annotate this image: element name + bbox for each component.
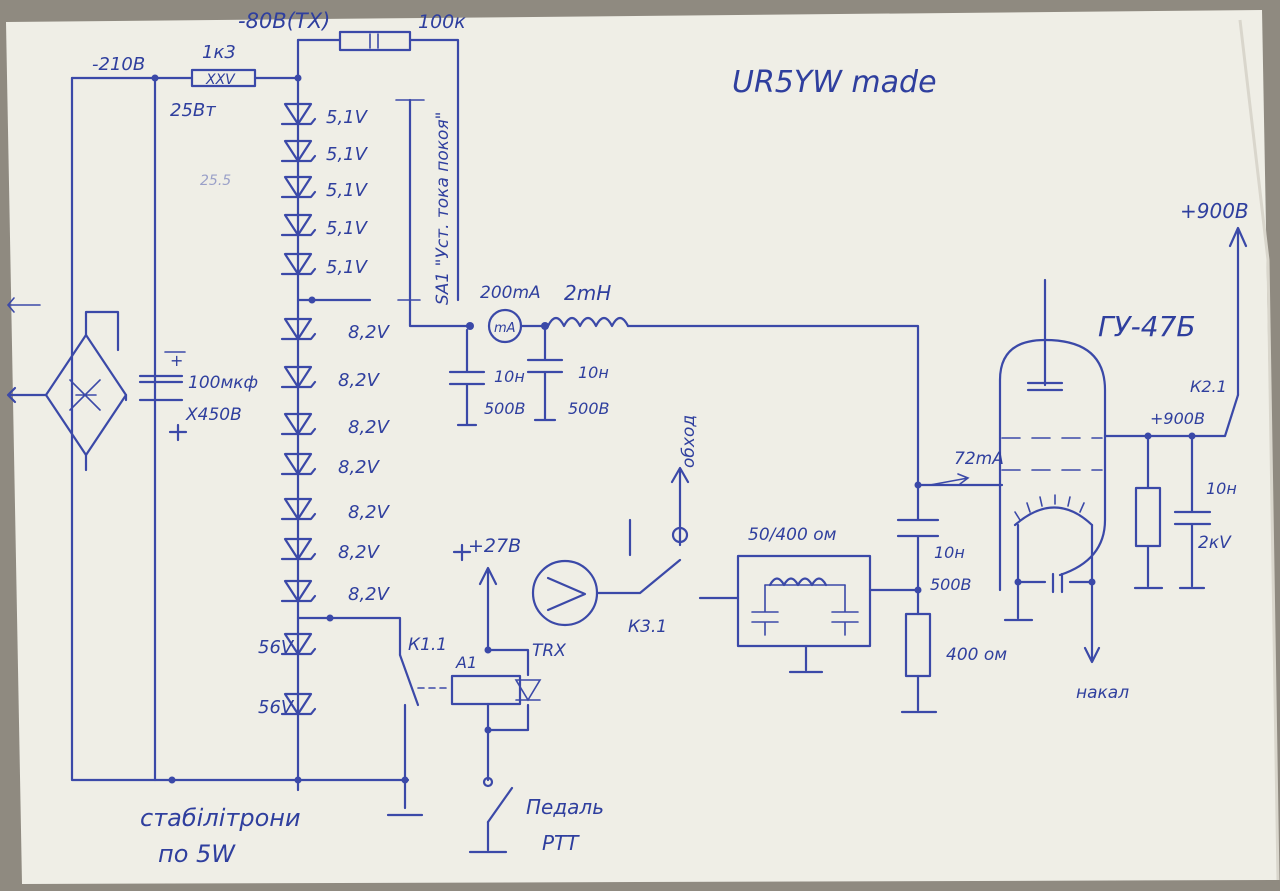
zener-label: 5,1V (326, 180, 369, 201)
relay-contact-k11[interactable] (398, 653, 449, 782)
label-tube-name: ГУ-47Б (1098, 310, 1196, 343)
pi-filter (698, 554, 872, 674)
label-anode-cap-value: 10н (1206, 479, 1237, 498)
label-anode-supply-node: +900В (1150, 409, 1205, 428)
zener-label: 8,2V (348, 502, 391, 523)
label-cap-main-voltage: X450В (185, 405, 242, 425)
node-minus210 (151, 74, 159, 82)
zener-tap-lines (296, 296, 402, 657)
label-r-1k3: 1к3 (202, 42, 236, 63)
label-signature: UR5YW made (732, 65, 937, 100)
label-r-100k: 100к (418, 11, 466, 33)
paper-fold-right (1238, 19, 1280, 881)
label-idle-current: 72mA (954, 449, 1004, 469)
node-zener-top (294, 74, 302, 82)
label-c1-value: 10н (494, 367, 525, 386)
resistor-1k3 (190, 68, 257, 88)
node-bottom-left (168, 776, 176, 784)
zener-labels: 5,1V 5,1V 5,1V 5,1V 5,1V 8,2V 8,2V 8,2V 8,2V 8,2V… (258, 107, 391, 718)
node-meter-out (541, 322, 549, 330)
zener-label: 8,2V (338, 370, 381, 391)
zener-diode (280, 692, 317, 716)
zener-label: 8,2V (348, 322, 391, 343)
label-meter-symbol: mA (494, 321, 516, 336)
label-filter: 50/400 ом (748, 525, 837, 545)
zener-diode (280, 452, 317, 476)
capacitor-100uF (138, 351, 188, 442)
zener-diode (280, 365, 317, 389)
label-switch-sa1: SA1 "Уст. тока покоя" (433, 112, 453, 306)
zener-label: 8,2V (338, 457, 381, 478)
label-c2-value: 10н (578, 363, 609, 382)
zener-diode (280, 497, 317, 521)
zener-diode (280, 632, 317, 656)
label-trx: TRX (532, 641, 566, 661)
label-cap-main: 100мкф (188, 373, 258, 393)
zener-diode (280, 412, 317, 436)
label-v-27: +27В (468, 535, 521, 557)
label-anode-supply-top: +900В (1180, 199, 1249, 223)
zener-diode (280, 213, 317, 237)
zener-label: 5,1V (326, 218, 369, 239)
choke-2mH (546, 316, 630, 328)
node-meter-in (466, 322, 474, 330)
label-c1-voltage: 500В (484, 399, 526, 418)
label-cap-plus: + (170, 351, 183, 370)
zener-label: 8,2V (338, 542, 381, 563)
label-relay-k21: К2.1 (1190, 377, 1227, 396)
resistor-100k (338, 30, 412, 52)
label-c2-voltage: 500В (568, 399, 610, 418)
node-bottom-mid (294, 776, 302, 784)
zener-label: 5,1V (326, 107, 369, 128)
label-choke: 2mH (564, 281, 611, 305)
label-pedal-2: PTT (542, 831, 580, 855)
label-meter-current: 200mA (480, 283, 541, 303)
label-relay-k31: К3.1 (628, 617, 667, 637)
relay-a1-circuit (450, 543, 542, 854)
zener-label: 8,2V (348, 417, 391, 438)
zener-diode (280, 317, 317, 341)
bypass-caps (448, 328, 564, 427)
tube-gu47b (998, 278, 1107, 664)
zener-chain (280, 102, 317, 716)
label-stabilitrons-2: по 5W (158, 840, 236, 868)
label-pedal-1: Педаль (526, 795, 604, 819)
zener-diode (280, 579, 317, 603)
zener-label: 5,1V (326, 257, 369, 278)
label-v-210: -210В (92, 54, 145, 75)
zener-diode (280, 139, 317, 163)
label-stabilitrons-1: стабілітрони (140, 804, 301, 832)
zener-label: 5,1V (326, 144, 369, 165)
relay-k31[interactable] (531, 466, 690, 627)
paper-sheet (6, 10, 1278, 884)
zener-diode (280, 537, 317, 561)
ground-left (386, 778, 424, 817)
label-pencil-note: 25.5 (200, 173, 231, 189)
switch-sa1[interactable] (395, 98, 472, 328)
label-obhod: обход (679, 415, 699, 468)
bridge-rectifier (6, 297, 128, 472)
screen-supply (1103, 226, 1248, 590)
label-r-1k3-marking: XXV (205, 72, 236, 88)
label-relay-k11: К1.1 (408, 635, 447, 655)
label-grid-cap-voltage: 500В (930, 575, 972, 594)
zener-diode (280, 175, 317, 199)
zener-diode (280, 252, 317, 276)
zener-diode (280, 102, 317, 126)
label-r-1k3-power: 25Вт (170, 100, 216, 121)
label-anode-cap-voltage: 2кV (1198, 533, 1232, 553)
label-grid-resistor: 400 ом (946, 645, 1007, 665)
label-v-tx: -80B(TX) (238, 9, 330, 33)
label-relay-a1: А1 (455, 653, 477, 672)
label-heater: накал (1076, 683, 1129, 703)
grid-circuit (868, 473, 1004, 714)
label-grid-cap-value: 10н (934, 543, 965, 562)
zener-label: 8,2V (348, 584, 391, 605)
zener-label: 56V (258, 697, 295, 718)
zener-label: 56V (258, 637, 295, 658)
